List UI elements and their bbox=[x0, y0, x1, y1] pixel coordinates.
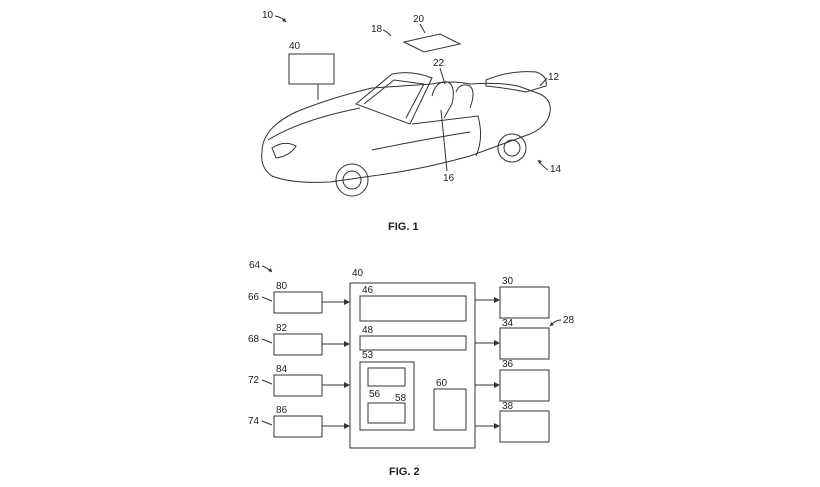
ref-64-label: 64 bbox=[249, 260, 261, 271]
arrowhead-34 bbox=[494, 340, 500, 346]
ref-48-label: 48 bbox=[362, 325, 374, 336]
ref-12-leader bbox=[539, 77, 548, 87]
ref-46-label: 46 bbox=[362, 285, 374, 296]
ref-72-label: 72 bbox=[248, 375, 260, 386]
rear-wheel bbox=[497, 133, 527, 163]
arrowhead-84 bbox=[344, 382, 350, 388]
output-box-34 bbox=[499, 327, 550, 360]
input-row-3: 72 84 bbox=[248, 364, 350, 397]
output-row-2: 34 bbox=[475, 318, 550, 360]
ref-72-leader bbox=[261, 379, 273, 385]
ref-34-label: 34 bbox=[502, 318, 514, 329]
convertible-car bbox=[261, 71, 551, 197]
input-row-4: 74 86 bbox=[248, 405, 350, 438]
rear-spoiler bbox=[485, 71, 547, 93]
block-60 bbox=[433, 388, 467, 431]
ref-84-label: 84 bbox=[276, 364, 288, 375]
arrowhead-86 bbox=[344, 423, 350, 429]
output-box-30 bbox=[499, 286, 550, 319]
ref-22-label: 22 bbox=[433, 58, 445, 69]
rear-hub bbox=[503, 139, 521, 157]
fig2-caption: FIG. 2 bbox=[389, 466, 420, 478]
front-hub bbox=[342, 170, 362, 190]
block-58 bbox=[367, 402, 406, 424]
front-wheel bbox=[335, 163, 369, 197]
output-box-38 bbox=[499, 410, 550, 443]
fig1-caption: FIG. 1 bbox=[388, 221, 419, 233]
input-box-84 bbox=[273, 374, 323, 397]
figure-1: 10 40 18 20 22 bbox=[261, 10, 562, 233]
input-row-2: 68 82 bbox=[248, 323, 350, 356]
ref-40-fig2-label: 40 bbox=[352, 268, 364, 279]
ref-16-label: 16 bbox=[443, 173, 455, 184]
ref-82-label: 82 bbox=[276, 323, 288, 334]
input-box-80 bbox=[273, 291, 323, 314]
ref-68-label: 68 bbox=[248, 334, 260, 345]
seat-right bbox=[455, 84, 474, 109]
door-line bbox=[411, 115, 482, 157]
output-row-4: 38 bbox=[475, 401, 550, 443]
ref-58-label: 58 bbox=[395, 393, 407, 404]
arrowhead-38 bbox=[494, 423, 500, 429]
headlight bbox=[271, 142, 297, 159]
block-46 bbox=[359, 295, 467, 322]
ref-18-arrow bbox=[382, 29, 392, 37]
ref-20-leader bbox=[419, 23, 426, 34]
ref-38-label: 38 bbox=[502, 401, 514, 412]
ref-16-leader bbox=[440, 109, 448, 172]
ref-28-label: 28 bbox=[563, 315, 575, 326]
ref-86-label: 86 bbox=[276, 405, 288, 416]
arrowhead-80 bbox=[344, 299, 350, 305]
arrowhead-36 bbox=[494, 382, 500, 388]
arrowhead-30 bbox=[494, 297, 500, 303]
ref-64-arrowhead bbox=[268, 268, 272, 272]
panel-20 bbox=[402, 33, 462, 53]
arrowhead-82 bbox=[344, 341, 350, 347]
ref-60-label: 60 bbox=[436, 378, 448, 389]
ref-74-leader bbox=[261, 420, 273, 426]
ref-20-label: 20 bbox=[413, 14, 425, 25]
input-box-86 bbox=[273, 415, 323, 438]
ref-28-arrowhead bbox=[550, 322, 554, 326]
ref-10-arrowhead bbox=[282, 18, 286, 22]
side-crease bbox=[371, 131, 471, 151]
ref-14-arrowhead bbox=[538, 160, 542, 164]
ref-56-label: 56 bbox=[369, 389, 381, 400]
ref-18-label: 18 bbox=[371, 24, 383, 35]
block-48 bbox=[359, 335, 467, 351]
ref-40-label: 40 bbox=[289, 41, 301, 52]
ref-36-label: 36 bbox=[502, 359, 514, 370]
ref-74-label: 74 bbox=[248, 416, 260, 427]
ref-66-label: 66 bbox=[248, 292, 260, 303]
block-56 bbox=[367, 367, 406, 387]
ref-68-leader bbox=[261, 338, 273, 344]
input-box-82 bbox=[273, 333, 323, 356]
output-box-36 bbox=[499, 369, 550, 402]
ref-80-label: 80 bbox=[276, 281, 288, 292]
ref-10-label: 10 bbox=[262, 10, 274, 21]
ref-66-leader bbox=[261, 296, 273, 302]
output-row-3: 36 bbox=[475, 359, 550, 402]
output-row-1: 30 bbox=[475, 276, 550, 319]
ref-53-label: 53 bbox=[362, 350, 374, 361]
figure-2: 64 40 46 48 53 56 58 60 66 80 bbox=[248, 260, 575, 478]
ref-14-label: 14 bbox=[550, 164, 562, 175]
seat-left bbox=[431, 81, 454, 119]
windshield-inner bbox=[363, 79, 425, 119]
ref-30-label: 30 bbox=[502, 276, 514, 287]
controller-box-40 bbox=[288, 53, 335, 85]
input-row-1: 66 80 bbox=[248, 281, 350, 314]
car-body-outline bbox=[261, 81, 551, 183]
ref-12-label: 12 bbox=[548, 72, 560, 83]
hood-line bbox=[267, 107, 361, 141]
windshield bbox=[355, 72, 433, 125]
